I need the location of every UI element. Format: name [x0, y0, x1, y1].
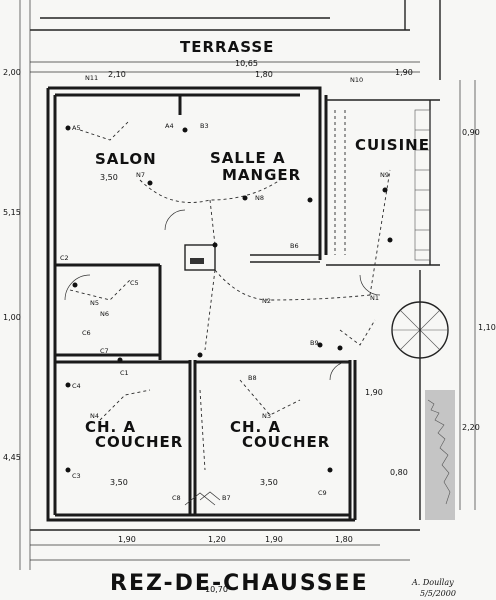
wiring [69, 119, 391, 471]
room-label-cuisine: CUISINE [355, 136, 430, 154]
marker-c8: C8 [172, 494, 181, 502]
marker-n4: N4 [90, 412, 99, 420]
marker-n8: N8 [255, 194, 264, 202]
marker-c3: C3 [72, 472, 81, 480]
dim-top-c: 1,90 [395, 68, 413, 77]
marker-n9: N9 [380, 171, 389, 179]
marker-b7: B7 [222, 494, 231, 502]
marker-a5: A5 [72, 124, 81, 132]
rubble-strip [419, 270, 455, 520]
room-label-terrasse: TERRASSE [180, 38, 274, 56]
marker-n7: N7 [136, 171, 145, 179]
marker-c1: C1 [120, 369, 129, 377]
dim-bottom-total: 10,70 [205, 585, 228, 594]
room-label-salon: SALON [95, 150, 157, 168]
dim-right-a: 0,90 [462, 128, 480, 137]
room-label-salle-a: SALLE A [210, 149, 286, 167]
room-label-chambre-right-2: COUCHER [242, 433, 330, 451]
fireplace [184, 244, 216, 271]
dim-left-mid: 5,15 [3, 208, 21, 217]
marker-b6: B6 [290, 242, 299, 250]
outer-walls [46, 86, 357, 522]
dim-bottom-b: 1,20 [208, 535, 226, 544]
dim-left-bottom: 4,45 [3, 453, 21, 462]
marker-c5: C5 [130, 279, 139, 287]
marker-n1: N1 [370, 294, 379, 302]
door-swings [64, 209, 381, 506]
marker-n10: N10 [350, 76, 363, 84]
dim-left-low: 1,00 [3, 313, 21, 322]
dim-bottom-d: 1,80 [335, 535, 353, 544]
dim-room-left: 3,50 [110, 478, 128, 487]
room-label-chambre-left-1: CH. A [85, 418, 136, 436]
dim-salon-width: 3,50 [100, 173, 118, 182]
marker-c7: C7 [100, 347, 109, 355]
marker-n11: N11 [85, 74, 98, 82]
room-label-chambre-left-2: COUCHER [95, 433, 183, 451]
terrace-structure [30, 0, 441, 80]
marker-n5: N5 [90, 299, 99, 307]
kitchen-walls [318, 88, 440, 266]
dim-room-right: 3,50 [260, 478, 278, 487]
marker-c6: C6 [82, 329, 91, 337]
bottom-structure [19, 0, 476, 570]
dim-right-b: 1,10 [478, 323, 496, 332]
marker-c4: C4 [72, 382, 81, 390]
marker-c2: C2 [60, 254, 69, 262]
marker-b3: B3 [200, 122, 209, 130]
dim-top-b: 1,80 [255, 70, 273, 79]
marker-b8: B8 [248, 374, 257, 382]
dim-right-d: 0,80 [390, 468, 408, 477]
dim-bottom-a: 1,90 [118, 535, 136, 544]
outlets [65, 125, 393, 473]
dim-bottom-c: 1,90 [265, 535, 283, 544]
signature-name: A. Doullay [411, 578, 454, 587]
dim-right-c: 2,20 [462, 423, 480, 432]
signature-date: 5/5/2000 [420, 589, 456, 598]
marker-n3: N3 [262, 412, 271, 420]
dim-top-a: 2,10 [108, 70, 126, 79]
interior-walls [55, 95, 350, 515]
marker-n6: N6 [100, 310, 109, 318]
marker-n2: N2 [262, 297, 271, 305]
plan-title: REZ-DE-CHAUSSEE [110, 571, 369, 596]
marker-c9: C9 [318, 489, 327, 497]
dim-left-top: 2,00 [3, 68, 21, 77]
marker-b9: B9 [310, 339, 319, 347]
room-label-manger: MANGER [222, 166, 301, 184]
dim-top-total: 10,65 [235, 59, 258, 68]
room-label-chambre-right-1: CH. A [230, 418, 281, 436]
dim-kitchen-w: 1,90 [365, 388, 383, 397]
marker-a4: A4 [165, 122, 174, 130]
